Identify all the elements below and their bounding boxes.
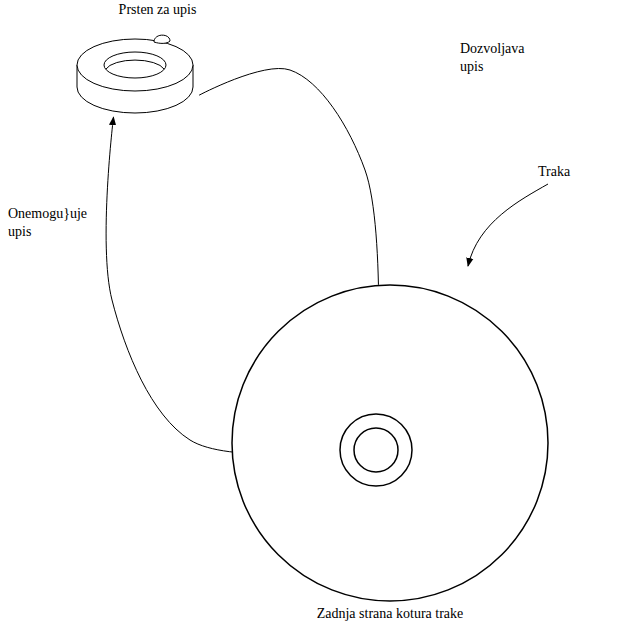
reel-hole bbox=[354, 428, 398, 472]
ring-title: Prsten za upis bbox=[100, 2, 215, 19]
ring-hole bbox=[104, 52, 166, 78]
edge-label: Onemogu}uje upis bbox=[8, 205, 92, 240]
ring-tab bbox=[154, 35, 170, 43]
tape-reel: Zadnja strana kotura trake bbox=[225, 280, 555, 625]
reel-hub bbox=[340, 414, 412, 486]
ring-top bbox=[77, 39, 193, 91]
part-label: Traka bbox=[538, 163, 570, 181]
write-ring: Prsten za upis bbox=[70, 2, 215, 120]
edge-label: Dozvoljava upis bbox=[460, 40, 550, 75]
ring-inner-wall bbox=[106, 60, 164, 69]
reel-circle bbox=[232, 285, 548, 601]
leader-arrow bbox=[468, 184, 548, 266]
reel-outline bbox=[225, 280, 555, 604]
reel-caption: Zadnja strana kotura trake bbox=[225, 606, 555, 623]
ring-outline bbox=[70, 25, 215, 120]
